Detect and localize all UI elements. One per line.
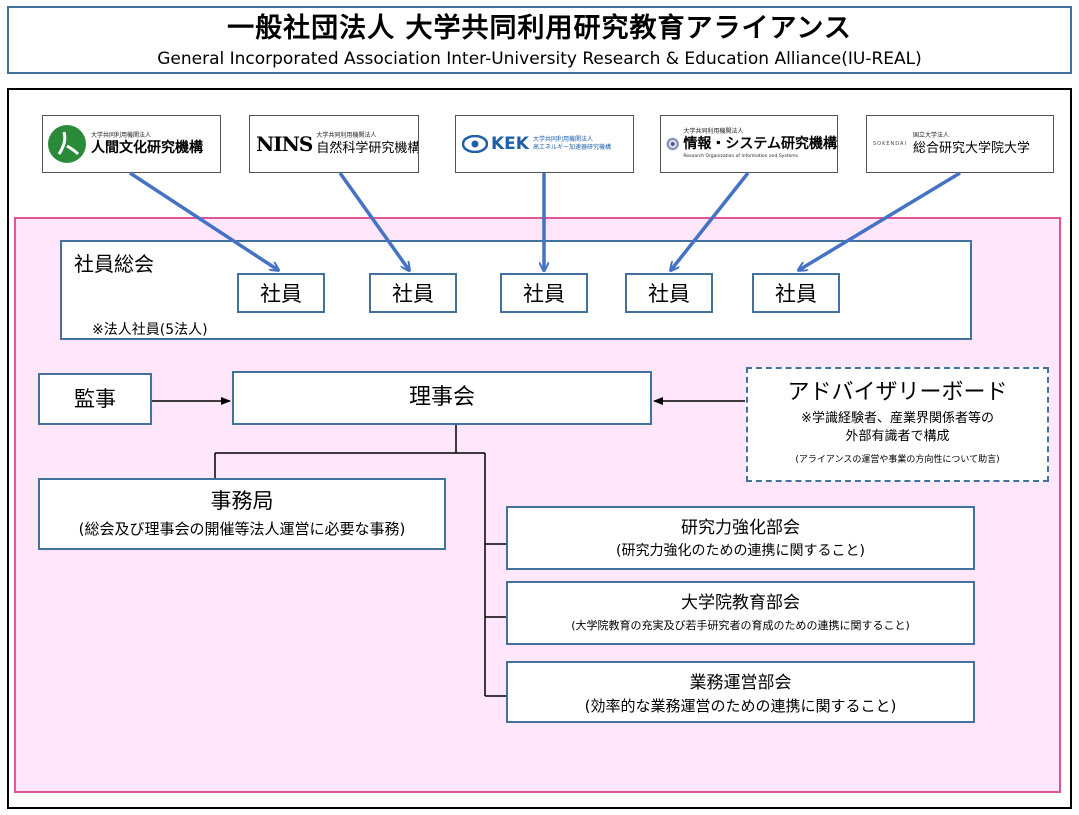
- logo-kek-name: 高エネルギー加速器研究機構: [532, 144, 611, 151]
- logo-rois-english: Research Organization of Information and…: [683, 153, 798, 159]
- committee-title: 研究力強化部会: [681, 518, 800, 538]
- secretariat-box: 事務局 (総会及び理事会の開催等法人運営に必要な事務): [38, 478, 446, 550]
- committee-box: 大学院教育部会 (大学院教育の充実及び若手研究者の育成のための連携に関すること): [506, 581, 975, 645]
- logo-rois-name: 情報・システム研究機構: [683, 135, 837, 152]
- board-box: 理事会: [232, 371, 652, 425]
- logo-nihu-caption: 大学共同利用機関法人: [91, 131, 152, 139]
- member-arrow: [671, 171, 750, 270]
- logo-sokendai-mark: SOKENDAI: [873, 141, 907, 147]
- member-arrow: [338, 171, 409, 270]
- logo-nihu-name: 人間文化研究機構: [91, 139, 203, 156]
- board-label: 理事会: [408, 385, 475, 410]
- member-box: 社員: [369, 273, 457, 313]
- member-box: 社員: [237, 273, 325, 313]
- nihu-emblem-icon: [48, 125, 86, 163]
- logo-kek-caption: 大学共同利用機関法人: [532, 136, 593, 143]
- logo-nins-name: 自然科学研究機構: [316, 140, 419, 156]
- committee-description: (効率的な業務運営のための連携に関すること): [584, 697, 897, 715]
- general-meeting-label: 社員総会: [74, 252, 154, 276]
- member-arrow: [799, 171, 961, 270]
- logo-rois-caption: 大学共同利用機関法人: [683, 127, 744, 135]
- committee-description: (研究力強化のための連携に関すること): [616, 543, 865, 559]
- kek-emblem-icon: [462, 135, 488, 153]
- member-arrow: [129, 171, 278, 270]
- title-english: General Incorporated Association Inter-U…: [157, 49, 922, 69]
- secretariat-description: (総会及び理事会の開催等法人運営に必要な事務): [78, 520, 406, 538]
- committee-title: 大学院教育部会: [681, 593, 800, 613]
- logo-nins: NINS 大学共同利用機関法人 自然科学研究機構: [249, 115, 419, 173]
- advisory-board-note-3: (アライアンスの運営や事業の方向性について助言): [795, 455, 1000, 465]
- advisory-board-note-1: ※学識経験者、産業界関係者等の: [801, 411, 994, 426]
- logo-nihu: 大学共同利用機関法人 人間文化研究機構: [42, 115, 221, 173]
- advisory-board-note-2: 外部有識者で構成: [845, 429, 950, 444]
- logo-kek: KEK 大学共同利用機関法人 高エネルギー加速器研究機構: [455, 115, 634, 173]
- logo-sokendai-caption: 国立大学法人: [912, 131, 949, 139]
- advisory-board-box: アドバイザリーボード ※学識経験者、産業界関係者等の 外部有識者で構成 (アライ…: [746, 367, 1049, 482]
- logo-kek-mark: KEK: [491, 134, 529, 154]
- secretariat-title: 事務局: [210, 489, 274, 513]
- logo-nins-mark: NINS: [256, 132, 313, 156]
- committee-description: (大学院教育の充実及び若手研究者の育成のための連携に関すること): [571, 619, 910, 632]
- advisory-board-title: アドバイザリーボード: [787, 380, 1008, 405]
- member-box: 社員: [500, 273, 588, 313]
- committee-box: 研究力強化部会 (研究力強化のための連携に関すること): [506, 506, 975, 570]
- auditor-label: 監事: [74, 387, 116, 411]
- auditor-box: 監事: [38, 373, 152, 425]
- logo-sokendai: SOKENDAI 国立大学法人 総合研究大学院大学: [866, 115, 1054, 173]
- logo-sokendai-name: 総合研究大学院大学: [912, 140, 1030, 156]
- member-note: ※法人社員(5法人): [92, 322, 208, 338]
- member-box: 社員: [752, 273, 840, 313]
- title-japanese: 一般社団法人 大学共同利用研究教育アライアンス: [227, 13, 852, 44]
- logo-nins-caption: 大学共同利用機関法人: [316, 131, 377, 139]
- logo-rois: 大学共同利用機関法人 情報・システム研究機構 Research Organiza…: [660, 115, 838, 173]
- title-box: 一般社団法人 大学共同利用研究教育アライアンス General Incorpor…: [7, 6, 1072, 74]
- committee-box: 業務運営部会 (効率的な業務運営のための連携に関すること): [506, 661, 975, 723]
- member-box: 社員: [625, 273, 713, 313]
- committee-title: 業務運営部会: [689, 673, 792, 693]
- rois-emblem-icon: [666, 137, 679, 151]
